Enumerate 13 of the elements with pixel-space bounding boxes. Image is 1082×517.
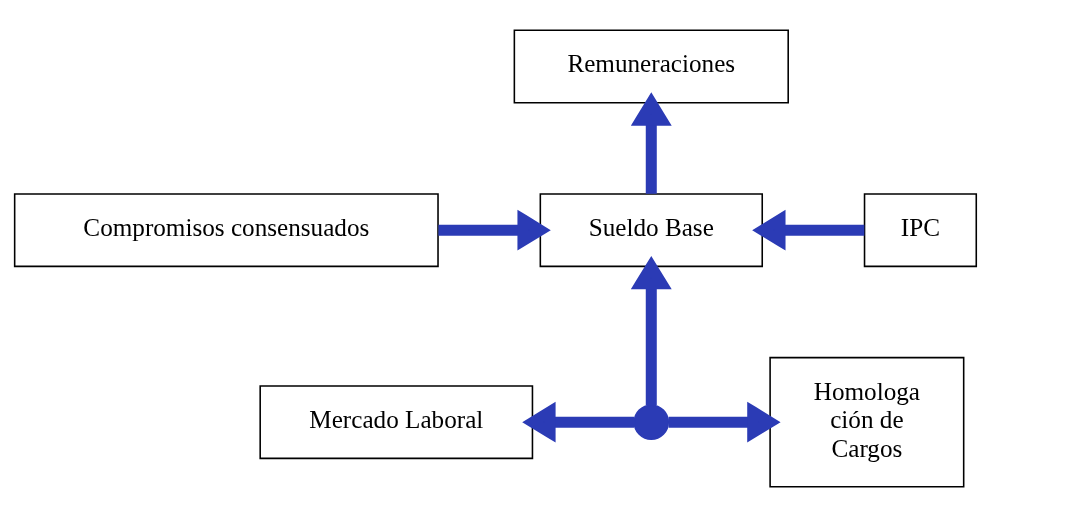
arrow bbox=[752, 209, 865, 251]
arrow bbox=[668, 401, 781, 443]
node-box: Sueldo Base bbox=[539, 193, 763, 268]
arrow bbox=[438, 209, 551, 251]
node-box: IPC bbox=[863, 193, 978, 268]
node-box: Homologa ción de Cargos bbox=[769, 356, 965, 488]
node-box: Mercado Laboral bbox=[259, 385, 534, 460]
arrow bbox=[522, 401, 635, 443]
arrow bbox=[630, 255, 672, 406]
arrow bbox=[630, 92, 672, 194]
node-box: Remuneraciones bbox=[513, 29, 789, 104]
node-point bbox=[633, 404, 670, 440]
node-box: Compromisos consensuados bbox=[13, 193, 439, 268]
